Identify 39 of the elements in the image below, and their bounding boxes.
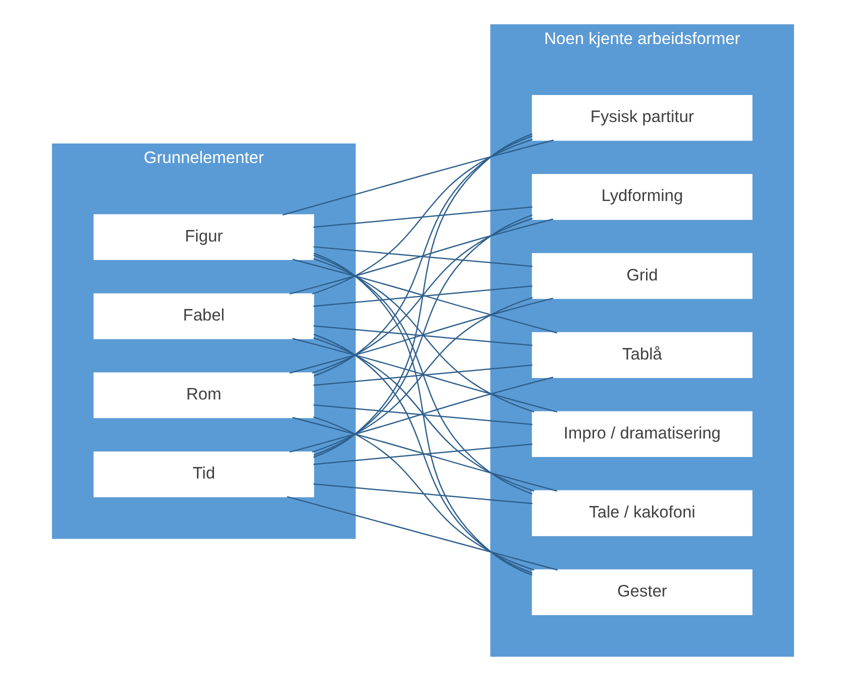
node-box: Tid: [93, 451, 314, 498]
node-box: Impro / dramatisering: [531, 411, 752, 458]
connector: [312, 337, 534, 492]
node-box: Tablå: [531, 332, 752, 378]
connector: [312, 133, 532, 458]
connector: [312, 325, 532, 346]
connector: [286, 496, 558, 571]
connector: [312, 258, 534, 413]
connector: [312, 364, 532, 386]
connector: [312, 296, 532, 453]
connector: [312, 218, 532, 374]
connector: [312, 483, 532, 504]
node-box: Fabel: [93, 293, 314, 340]
node-box: Fysisk partitur: [531, 94, 752, 141]
connector: [312, 285, 532, 307]
node-box: Grid: [531, 253, 752, 299]
connector: [312, 404, 532, 426]
connector: [289, 218, 553, 295]
connector: [289, 298, 553, 374]
connector: [292, 416, 557, 492]
node-box: Rom: [93, 372, 314, 418]
connector: [312, 334, 532, 574]
connector: [313, 214, 532, 456]
connector: [312, 254, 532, 495]
node-box: Tale / kakofoni: [531, 490, 752, 536]
connector: [312, 444, 532, 465]
node-box: Figur: [93, 214, 314, 260]
connector: [289, 376, 553, 453]
connector: [292, 258, 557, 334]
connector: [282, 140, 554, 216]
connector: [313, 135, 532, 377]
connector: [292, 338, 557, 413]
connector: [312, 246, 532, 267]
node-box: Gester: [531, 569, 752, 616]
connector: [312, 138, 532, 295]
node-box: Lydforming: [531, 174, 752, 220]
connector: [312, 206, 532, 228]
connector: [312, 416, 534, 571]
connector: [313, 252, 532, 576]
